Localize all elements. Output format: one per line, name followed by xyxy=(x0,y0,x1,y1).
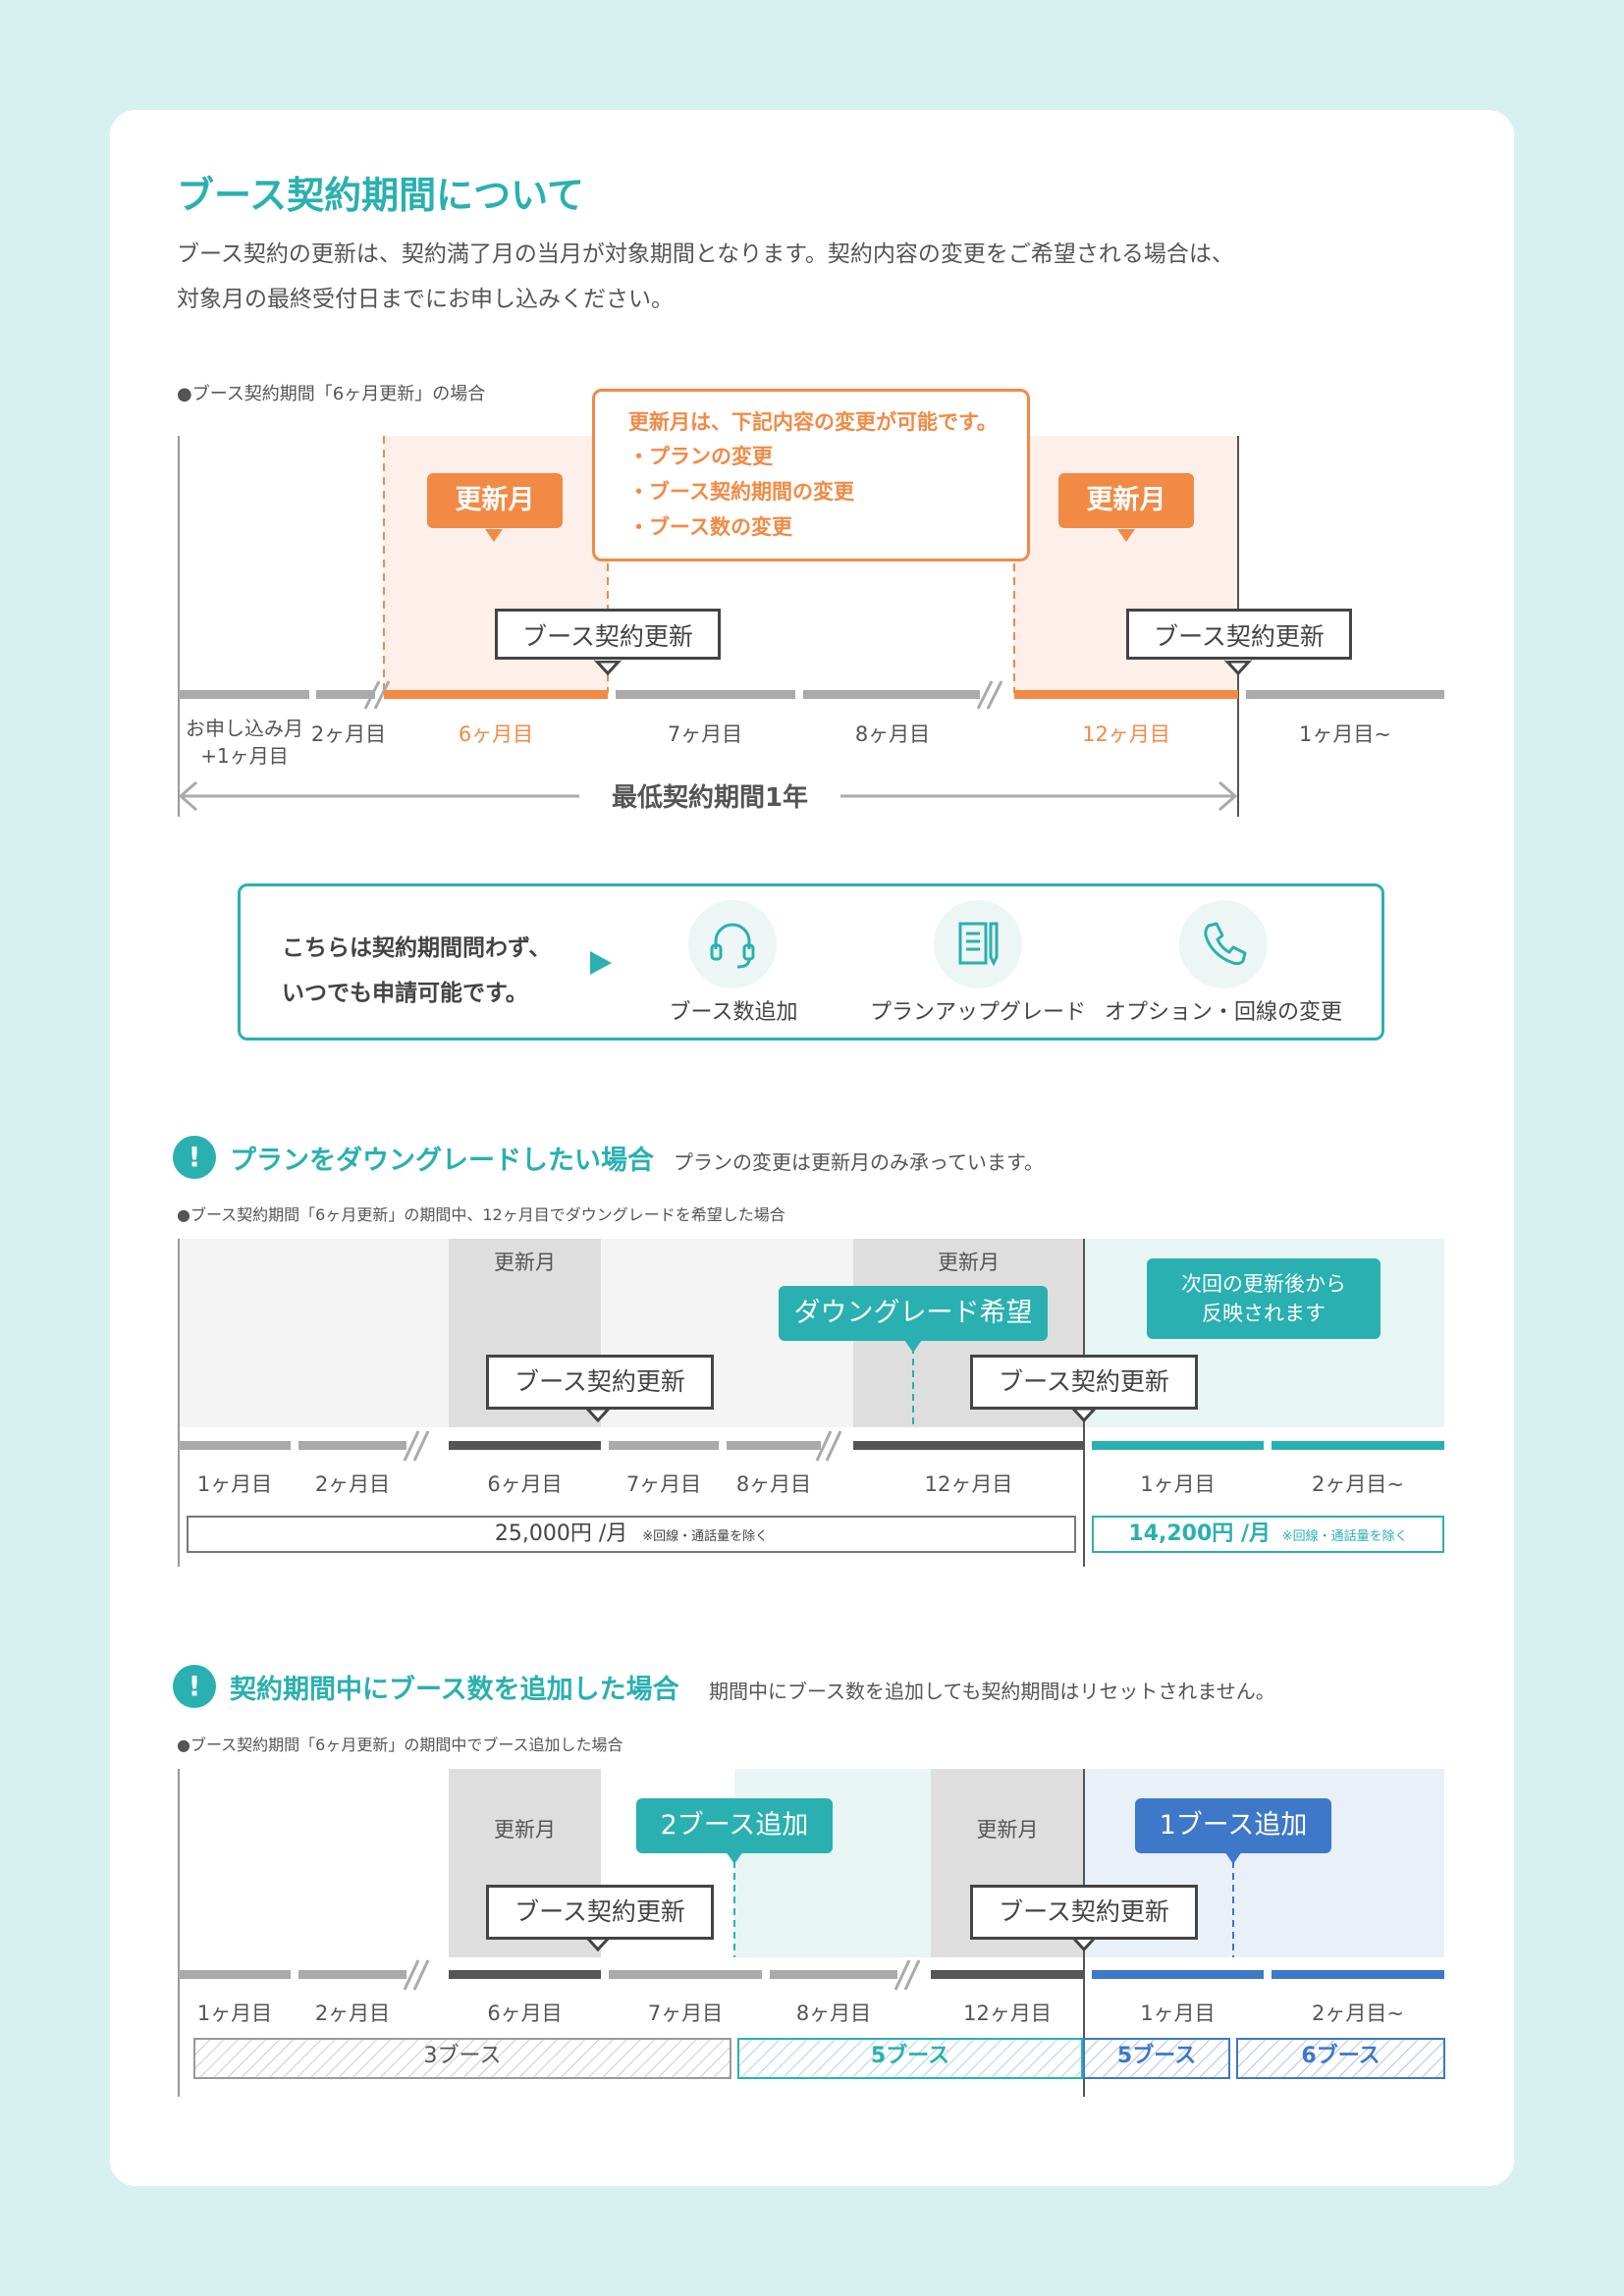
info-item-label: プランアップグレード xyxy=(869,1000,1086,1025)
tick-label: 7ヶ月目 xyxy=(625,1472,702,1496)
reflect-tag: 次回の更新後から 反映されます xyxy=(1147,1258,1380,1339)
tick-label: 1ヶ月目~ xyxy=(1299,722,1391,746)
tick-label: 2ヶ月目~ xyxy=(1312,2002,1404,2025)
downgrade-subtext: プランの変更は更新月のみ承っています。 xyxy=(674,1150,1044,1174)
phone-icon xyxy=(1179,900,1268,988)
renewal-month-label: 更新月 xyxy=(494,1818,556,1842)
tick-label: 6ヶ月目 xyxy=(487,1472,563,1496)
renewal-month-label: 更新月 xyxy=(976,1818,1039,1842)
renewal-box: ブース契約更新 xyxy=(970,1885,1198,1940)
renewal-month-label: 更新月 xyxy=(494,1251,556,1274)
tick-label: 1ヶ月目 xyxy=(1140,1472,1216,1496)
anytime-info-box: こちらは契約期間問わず、 いつでも申請可能です。 ブース数追加 プランアップグレ… xyxy=(238,883,1384,1041)
tick-label: 12ヶ月目 xyxy=(1082,722,1170,746)
exclamation-icon: ! xyxy=(173,1665,216,1708)
downgrade-heading: プランをダウングレードしたい場合 xyxy=(230,1146,654,1176)
tick-label: 1ヶ月目 xyxy=(196,2002,273,2025)
downgrade-caption: ●ブース契約期間「6ヶ月更新」の期間中、12ヶ月目でダウングレードを希望した場合 xyxy=(177,1205,785,1224)
tick-label: 6ヶ月目 xyxy=(458,722,534,746)
play-arrow-icon xyxy=(590,951,612,975)
renewal-month-label: 更新月 xyxy=(938,1251,1000,1274)
diagram1-caption: ●ブース契約期間「6ヶ月更新」の場合 xyxy=(177,384,486,404)
intro-text: ブース契約の更新は、契約満了月の当月が対象期間となります。契約内容の変更をご希望… xyxy=(177,241,1234,312)
info-item-label: ブース数追加 xyxy=(669,1000,798,1025)
addbooth-heading: 契約期間中にブース数を追加した場合 xyxy=(230,1675,679,1705)
tick-label: 8ヶ月目 xyxy=(735,1472,812,1496)
addbooth-subtext: 期間中にブース数を追加しても契約期間はリセットされません。 xyxy=(709,1680,1275,1703)
renewal-box: ブース契約更新 xyxy=(486,1885,714,1940)
tick-label: 1ヶ月目 xyxy=(196,1472,273,1496)
tick-label: 7ヶ月目 xyxy=(647,2002,724,2025)
renewal-month-tag: 更新月 xyxy=(1058,473,1194,528)
renewal-box: ブース契約更新 xyxy=(970,1355,1198,1410)
renewal-month-tag: 更新月 xyxy=(427,473,563,528)
tick-label: 7ヶ月目 xyxy=(667,722,743,746)
renewal-box: ブース契約更新 xyxy=(486,1355,714,1410)
renewal-box: ブース契約更新 xyxy=(495,609,721,660)
price-new: 14,200円 /月 ※回線・通話量を除く xyxy=(1092,1516,1444,1553)
booth-count-3: 3ブース xyxy=(423,2044,502,2068)
headset-icon xyxy=(688,900,777,988)
addbooth-caption: ●ブース契約期間「6ヶ月更新」の期間中でブース追加した場合 xyxy=(177,1735,623,1754)
tick-label: 2ヶ月目 xyxy=(310,722,387,746)
renewal-box: ブース契約更新 xyxy=(1126,609,1352,660)
tick-label: 2ヶ月目~ xyxy=(1312,1472,1404,1496)
add-1-booth-tag: 1ブース追加 xyxy=(1135,1798,1331,1853)
document-pen-icon xyxy=(934,900,1022,988)
min-period-label: 最低契約期間1年 xyxy=(611,783,809,813)
tick-label: 1ヶ月目 xyxy=(1140,2002,1216,2025)
booth-count-5-next: 5ブース xyxy=(1116,2044,1197,2068)
tick-label: 2ヶ月目 xyxy=(314,1472,391,1496)
tick-label: 2ヶ月目 xyxy=(314,2002,391,2025)
price-old: 25,000円 /月 ※回線・通話量を除く xyxy=(187,1516,1076,1553)
tick-label: 8ヶ月目 xyxy=(854,722,931,746)
exclamation-icon: ! xyxy=(173,1136,216,1179)
page-title: ブース契約期間について xyxy=(177,174,584,217)
booth-count-6: 6ブース xyxy=(1301,2044,1380,2068)
renewal-callout: 更新月は、下記内容の変更が可能です。 ・プランの変更 ・ブース契約期間の変更 ・… xyxy=(592,389,1030,561)
tick-label: 6ヶ月目 xyxy=(487,2002,563,2025)
tick-label: 12ヶ月目 xyxy=(924,1472,1013,1496)
add-2-booth-tag: 2ブース追加 xyxy=(636,1798,833,1853)
tick-label: 8ヶ月目 xyxy=(795,2002,872,2025)
tick-label: お申し込み月 +1ヶ月目 xyxy=(186,717,303,768)
downgrade-request-tag: ダウングレード希望 xyxy=(779,1286,1048,1341)
tick-label: 12ヶ月目 xyxy=(963,2002,1052,2025)
info-item-label: オプション・回線の変更 xyxy=(1104,1000,1342,1025)
booth-count-5: 5ブース xyxy=(870,2044,950,2068)
